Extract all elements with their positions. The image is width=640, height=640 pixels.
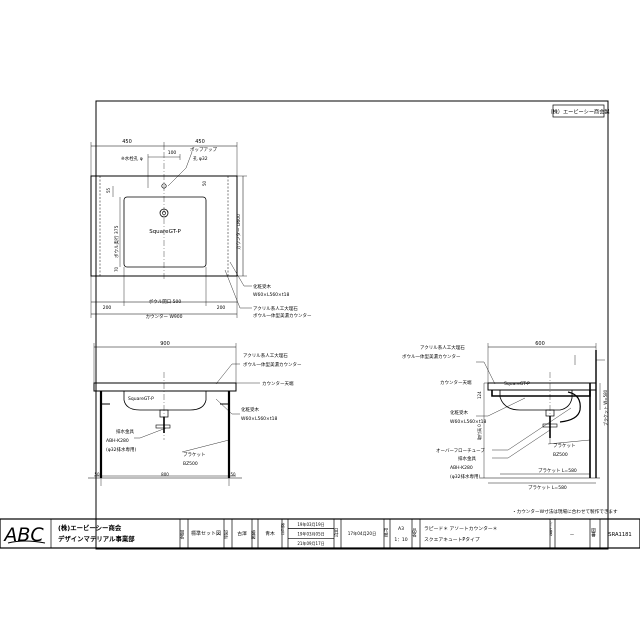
tb-product-line2: スクエアキュートPタイプ bbox=[424, 536, 480, 543]
top-counter-width: カウンター W900 bbox=[146, 313, 183, 320]
drawing-border bbox=[95, 100, 609, 550]
side-counter-slab bbox=[487, 382, 597, 391]
top-dim-left: 450 bbox=[122, 139, 132, 145]
side-counter-top: カウンター天端 bbox=[440, 379, 472, 386]
header-company-tag: （株）エービーシー商会製 bbox=[547, 104, 610, 118]
tb-paper: A3 bbox=[398, 526, 404, 532]
side-bracket-len: ブラケット L=580 bbox=[538, 467, 577, 474]
tb-check-label: 検図 bbox=[250, 529, 255, 541]
tb-sheet-no: － bbox=[569, 532, 574, 538]
side-drain-label: 排水金具 bbox=[458, 455, 476, 462]
top-dressing-size: W60×L560×t18 bbox=[253, 292, 289, 298]
side-bracket-l: ブラケット L=580 bbox=[528, 484, 567, 491]
tb-drawing-no-label: 図番 bbox=[591, 528, 596, 539]
tb-sheet-label: シート番号 bbox=[549, 521, 553, 537]
top-dim-50: 50 bbox=[202, 180, 207, 186]
top-acrylic-desc: ボウル一体型美濃カウンター bbox=[253, 312, 312, 319]
tb-design-label: 設計 bbox=[223, 529, 228, 541]
side-overflow: オーバーフローチューブ bbox=[436, 447, 485, 454]
tb-product-line1: ラピード＊ アソートカウンター＊ bbox=[424, 525, 498, 532]
tb-revision-1: 19年03月19日 bbox=[297, 521, 324, 527]
top-dim-right: 450 bbox=[195, 139, 205, 145]
title-block: ABC (株)エービーシー商会 デザインマテリアル事業部 図名 標準セット図 設… bbox=[0, 518, 640, 549]
tb-revision-label: 改訂日 bbox=[281, 522, 286, 536]
top-dim-100: 100 bbox=[168, 150, 177, 156]
side-bowl bbox=[499, 390, 573, 411]
side-brand: SquareGT-P bbox=[504, 381, 530, 387]
front-bracket-model: BZ500 bbox=[183, 461, 198, 467]
side-bracket-model: BZ500 bbox=[553, 452, 568, 458]
side-drain-note: (φ32排水専用) bbox=[450, 473, 480, 480]
front-dressing-label: 化粧受木 bbox=[241, 406, 259, 413]
top-acrylic-label: アクリル系人工大理石 bbox=[253, 305, 298, 312]
top-view bbox=[90, 142, 252, 318]
tb-revision-3: 21年09月17日 bbox=[297, 540, 324, 546]
tb-checker: 青木 bbox=[265, 530, 275, 537]
top-bowl-opening bbox=[123, 196, 207, 268]
front-dim-50-left: 50 bbox=[94, 472, 100, 477]
top-dim-55: 55 bbox=[106, 187, 111, 193]
tb-designer: 古澤 bbox=[237, 530, 247, 537]
front-acrylic-label: アクリル系人工大理石 bbox=[243, 352, 288, 359]
side-dressing-size: W60×L560×t18 bbox=[450, 419, 486, 425]
top-dressing-label: 化粧受木 bbox=[253, 283, 271, 290]
top-bowl-opening-label: ボウル開口 500 bbox=[149, 298, 182, 305]
side-width: 600 bbox=[535, 341, 545, 347]
front-counter-top: カウンター天端 bbox=[262, 380, 294, 387]
side-bracket-label: ブラケット bbox=[553, 442, 576, 449]
tb-scale-label: 尺度 bbox=[383, 528, 388, 539]
front-drain-label: 排水金具 bbox=[116, 428, 134, 435]
front-dim-50-right: 50 bbox=[230, 472, 236, 477]
top-dim-200-right: 200 bbox=[217, 305, 226, 311]
header-company-text: （株）エービーシー商会製 bbox=[547, 108, 609, 116]
top-view-labels: 450 450 100 ※水栓孔 φ ポップアップ 孔 φ32 55 50 ボウ… bbox=[103, 139, 312, 320]
side-view-labels: 600 アクリル系人工大理石 ボウル一体型美濃カウンター カウンター天端 Squ… bbox=[402, 341, 608, 491]
note-text: ・カウンターW寸法は現場に合わせて製作できます bbox=[512, 508, 618, 515]
tb-product-label: 品名 bbox=[412, 528, 417, 539]
side-overflow-tube bbox=[559, 391, 581, 423]
tb-date: 17年04月20日 bbox=[348, 530, 377, 537]
top-popup-label: ポップアップ bbox=[190, 146, 217, 153]
side-drain-model: ABH-K280 bbox=[450, 465, 473, 471]
front-dim-bottom: 800 bbox=[161, 472, 169, 477]
front-bracket-label: ブラケット bbox=[183, 451, 206, 458]
side-bracket-width: ブラケット W=580 bbox=[602, 389, 608, 426]
front-drain-note: (φ32排水専用) bbox=[106, 446, 136, 453]
side-height-label: 取付高 0 bbox=[476, 424, 482, 440]
top-dim-70: 70 bbox=[114, 266, 119, 272]
front-brand: SquareGT-P bbox=[128, 396, 154, 402]
tb-drawing-name-label: 図名 bbox=[179, 530, 184, 541]
side-acrylic-desc: ボウル一体型美濃カウンター bbox=[402, 353, 461, 360]
front-view bbox=[88, 343, 260, 486]
front-width: 900 bbox=[160, 341, 170, 347]
front-acrylic-desc: ボウル一体型美濃カウンター bbox=[243, 361, 302, 368]
side-acrylic-label: アクリル系人工大理石 bbox=[420, 344, 465, 351]
side-view bbox=[476, 343, 605, 484]
tb-company-name: (株)エービーシー商会 bbox=[58, 523, 122, 532]
top-popup-hole: 孔 φ32 bbox=[193, 155, 208, 162]
front-drain-model: ABH-K280 bbox=[106, 438, 129, 444]
tb-revision-2: 19年03月05日 bbox=[297, 531, 324, 537]
front-counter-slab bbox=[93, 382, 237, 392]
front-dressing-size: W60×L560×t18 bbox=[241, 416, 277, 422]
tb-division: デザインマテリアル事業部 bbox=[58, 534, 135, 543]
front-view-labels: 900 アクリル系人工大理石 ボウル一体型美濃カウンター カウンター天端 Squ… bbox=[94, 341, 302, 477]
svg-text:ABC: ABC bbox=[2, 524, 44, 546]
tb-date-label: 日付 bbox=[333, 528, 338, 539]
side-dim-124: 124 bbox=[477, 391, 482, 399]
top-counter-depth: カウンター D600 bbox=[235, 214, 242, 250]
top-brand: SquareGT-P bbox=[149, 229, 181, 235]
tb-scale: 1：10 bbox=[394, 537, 407, 543]
tb-drawing-no: SRA1181 bbox=[608, 532, 631, 538]
tb-drawing-name: 標準セット図 bbox=[191, 530, 221, 537]
top-bowl-depth: ボウル奥行 375 bbox=[113, 225, 120, 258]
side-dressing-label: 化粧受木 bbox=[450, 409, 468, 416]
abc-logo: ABC bbox=[2, 524, 46, 546]
top-faucet-label: ※水栓孔 φ bbox=[121, 155, 143, 162]
top-dim-200-left: 200 bbox=[103, 305, 112, 311]
